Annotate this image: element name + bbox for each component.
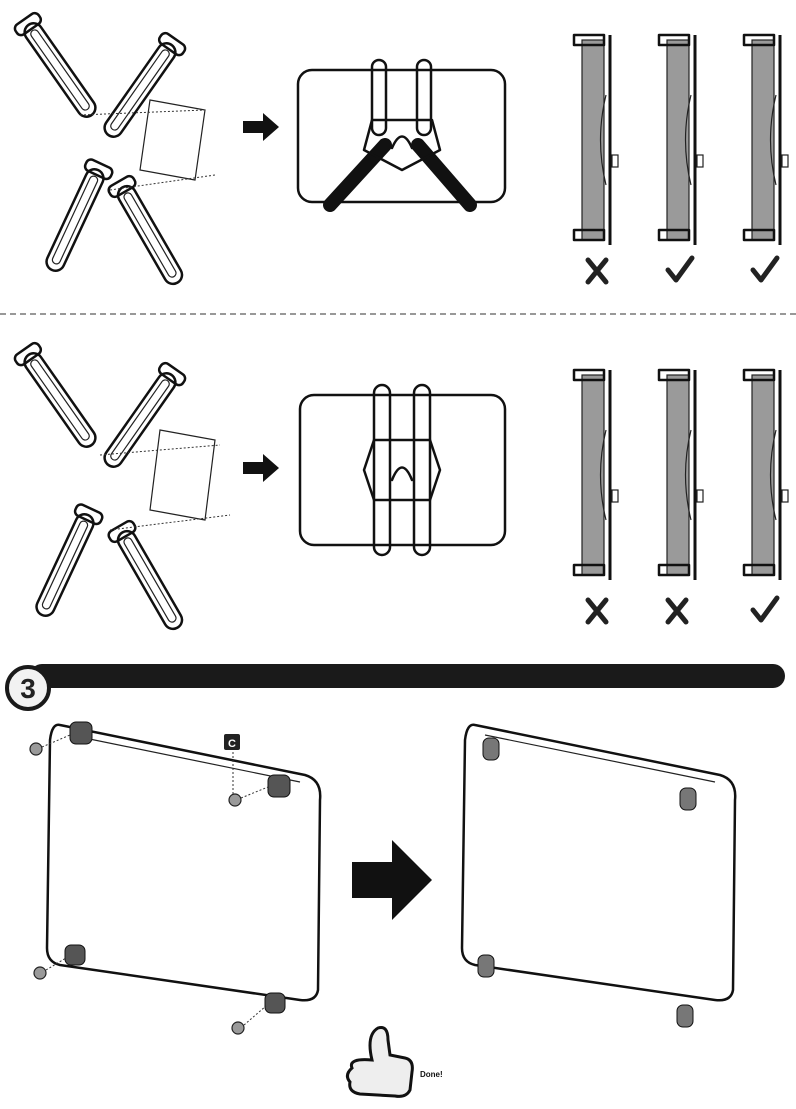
part-label-text: C xyxy=(228,738,236,750)
x-mark-icon xyxy=(585,257,609,285)
x-mark-icon xyxy=(585,597,609,625)
step-header: 3 xyxy=(5,664,785,711)
thumbs-up-icon xyxy=(345,1026,414,1098)
check-mark-icon xyxy=(750,255,780,283)
arrow-icon xyxy=(243,113,279,141)
part-label-c xyxy=(224,734,240,750)
arrow-icon xyxy=(243,454,279,482)
monitor-after xyxy=(460,723,737,1028)
row1-side-profiles xyxy=(572,33,790,247)
check-mark-icon xyxy=(665,255,695,283)
row1-exploded-arms xyxy=(11,9,216,291)
row2-side-profiles xyxy=(572,368,790,582)
x-mark-icon xyxy=(665,597,689,625)
done-text: Done! xyxy=(420,1070,443,1079)
step-number: 3 xyxy=(20,673,36,704)
row2-monitor-h-bracket xyxy=(298,383,507,557)
monitor-before: C xyxy=(29,721,322,1035)
row2-exploded-arms xyxy=(11,339,231,636)
check-mark-icon xyxy=(750,595,780,623)
arrow-icon xyxy=(352,840,432,920)
row1-monitor-x-bracket xyxy=(296,58,507,212)
